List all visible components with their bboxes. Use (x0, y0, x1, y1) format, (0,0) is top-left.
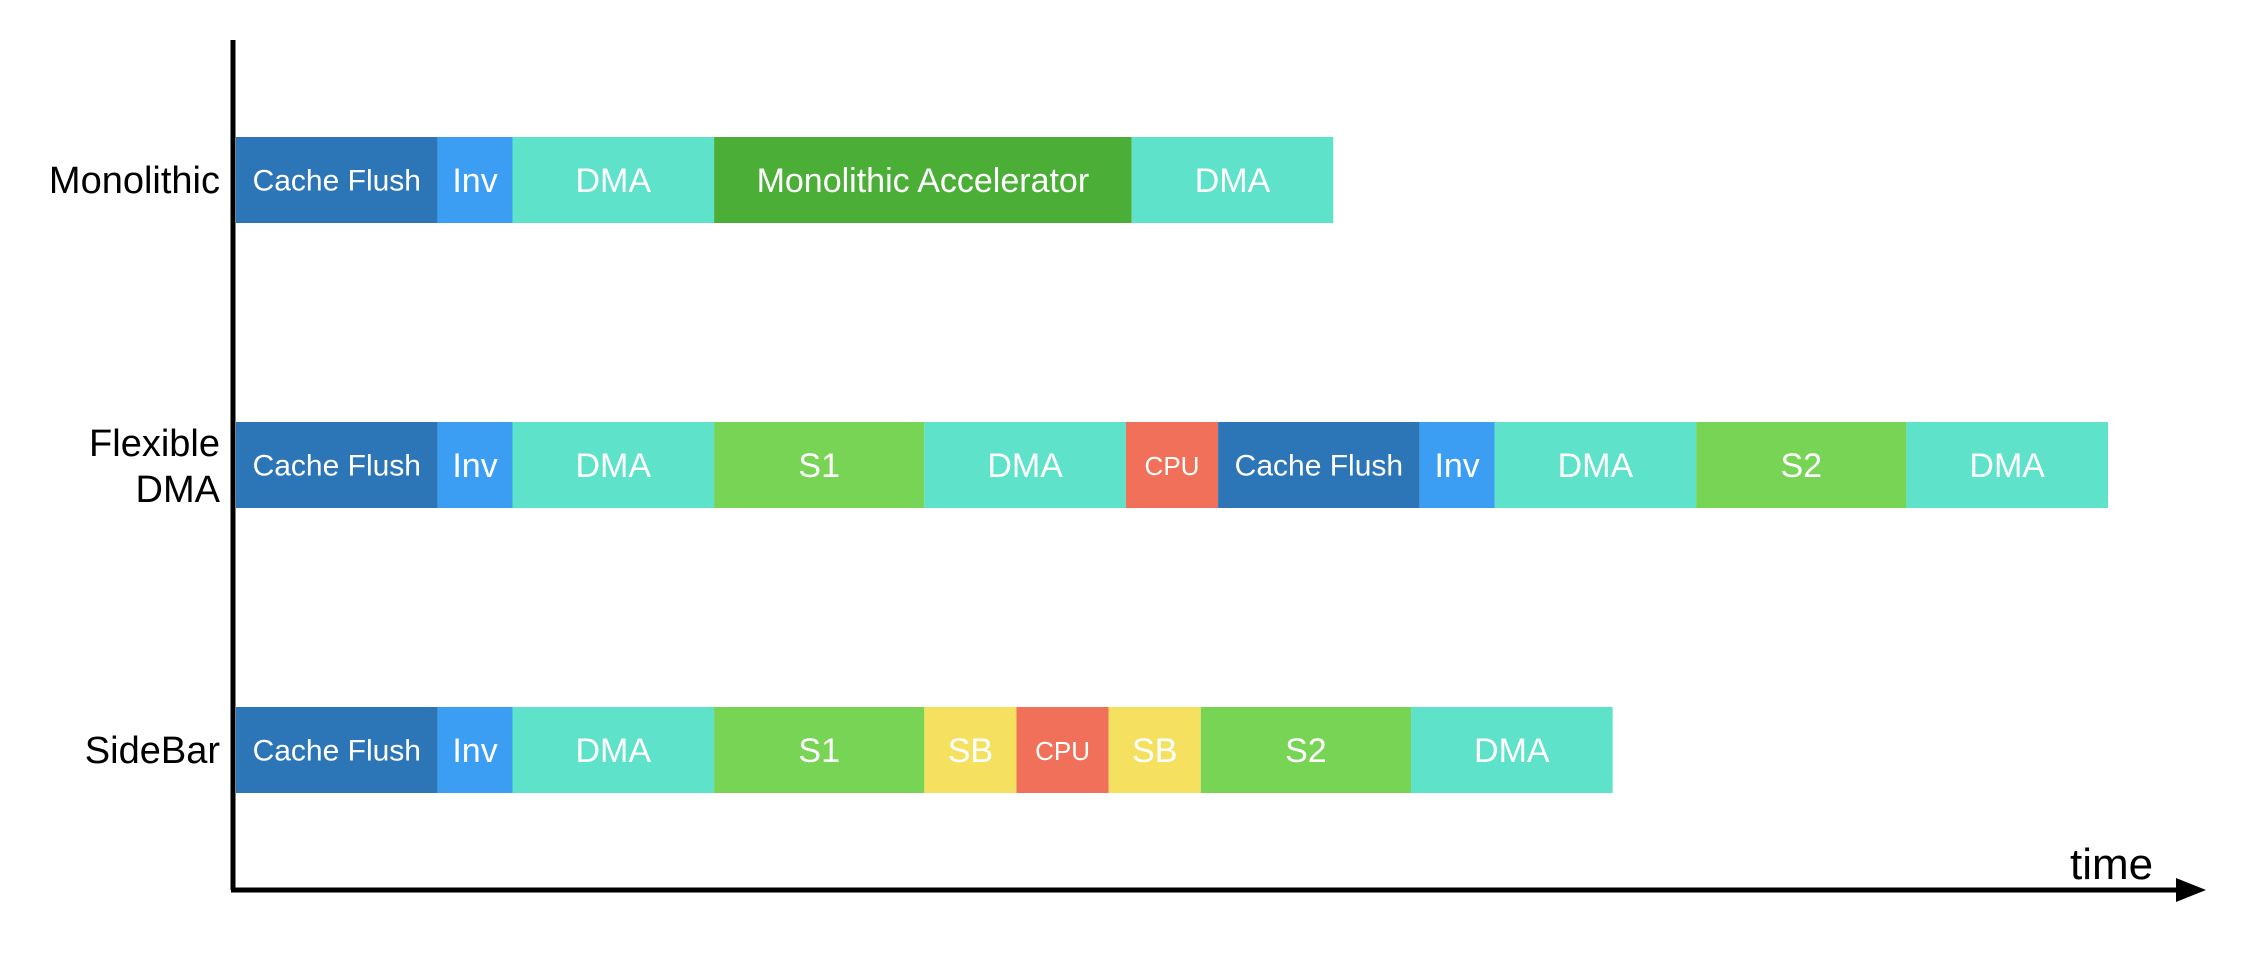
row-label-monolithic: Monolithic (49, 158, 220, 204)
segment-dma: DMA (1131, 137, 1334, 223)
segment-label: S2 (1780, 447, 1822, 485)
segment-label: S2 (1285, 732, 1327, 770)
segment-bar (714, 707, 925, 793)
segment-bar (1016, 707, 1109, 793)
segment-label: Cache Flush (1235, 450, 1403, 483)
segment-label: DMA (575, 447, 651, 485)
segment-cache-flush: Cache Flush (236, 422, 438, 508)
segment-stage: S2 (1696, 422, 1907, 508)
segment-label: Monolithic Accelerator (757, 162, 1090, 200)
segment-bar (924, 707, 1017, 793)
segment-cpu: CPU (1125, 422, 1219, 508)
segment-dma: DMA (1494, 422, 1697, 508)
segment-bar (714, 422, 925, 508)
segment-label: DMA (1195, 162, 1271, 200)
segment-label: DMA (987, 447, 1063, 485)
segment-label: DMA (575, 732, 651, 770)
segment-bar (1411, 707, 1613, 793)
segment-bar (1419, 422, 1495, 508)
segment-bar (437, 422, 513, 508)
segment-bar (236, 707, 438, 793)
segment-label: Cache Flush (253, 450, 421, 483)
row-label-flexible-dma: Flexible DMA (89, 421, 220, 513)
segment-dma: DMA (924, 422, 1126, 508)
segment-bar (1906, 422, 2108, 508)
segment-label: DMA (1474, 732, 1550, 770)
segment-cache-flush: Cache Flush (236, 137, 438, 223)
segment-bar (512, 422, 715, 508)
segment-bar (1218, 422, 1420, 508)
segment-label: DMA (1969, 447, 2045, 485)
segment-bar (236, 422, 438, 508)
x-axis-arrowhead (2176, 878, 2206, 902)
segment-inv: Inv (437, 137, 513, 223)
row-label-line: Monolithic (48, 160, 220, 202)
row-label-line: SideBar (84, 730, 220, 772)
segment-label: SB (1132, 732, 1177, 770)
segment-sb: SB (1108, 707, 1201, 793)
segment-bar (1696, 422, 1907, 508)
segment-label: DMA (575, 162, 651, 200)
segment-label: Inv (452, 732, 497, 770)
segment-label: S1 (798, 447, 840, 485)
row-label-line: Flexible (89, 423, 220, 465)
segment-label: CPU (1145, 451, 1200, 481)
segment-inv: Inv (437, 422, 513, 508)
segment-label: CPU (1035, 736, 1090, 766)
segment-label: DMA (1558, 447, 1634, 485)
segment-dma: DMA (512, 422, 715, 508)
segment-label: Inv (452, 447, 497, 485)
segment-bar (1200, 707, 1412, 793)
segment-dma: DMA (512, 707, 715, 793)
segment-dma: DMA (1906, 422, 2108, 508)
segment-cpu: CPU (1016, 707, 1109, 793)
segment-stage: S2 (1200, 707, 1412, 793)
time-axis-label: time (2070, 840, 2154, 889)
row-label-line: DMA (135, 469, 220, 511)
segment-label: Inv (452, 162, 497, 200)
segment-bar (1131, 137, 1334, 223)
segment-accelerator: Monolithic Accelerator (714, 137, 1132, 223)
segment-bar (512, 707, 715, 793)
segment-dma: DMA (512, 137, 715, 223)
segment-stage: S1 (714, 422, 925, 508)
row-label-sidebar: SideBar (85, 728, 220, 774)
segment-bar (714, 137, 1132, 223)
segment-label: SB (948, 732, 993, 770)
segment-bar (437, 707, 513, 793)
segment-label: S1 (798, 732, 840, 770)
segment-inv: Inv (1419, 422, 1495, 508)
segment-cache-flush: Cache Flush (236, 707, 438, 793)
segment-inv: Inv (437, 707, 513, 793)
segment-bar (1494, 422, 1697, 508)
segment-label: Cache Flush (253, 735, 421, 768)
segment-bar (1125, 422, 1219, 508)
segment-stage: S1 (714, 707, 925, 793)
segment-bar (437, 137, 513, 223)
segment-cache-flush: Cache Flush (1218, 422, 1420, 508)
segment-sb: SB (924, 707, 1017, 793)
segment-bar (924, 422, 1126, 508)
segment-bar (512, 137, 715, 223)
segment-bar (236, 137, 438, 223)
segment-label: Inv (1434, 447, 1479, 485)
segment-label: Cache Flush (253, 165, 421, 198)
segment-bar (1108, 707, 1201, 793)
segment-dma: DMA (1411, 707, 1613, 793)
